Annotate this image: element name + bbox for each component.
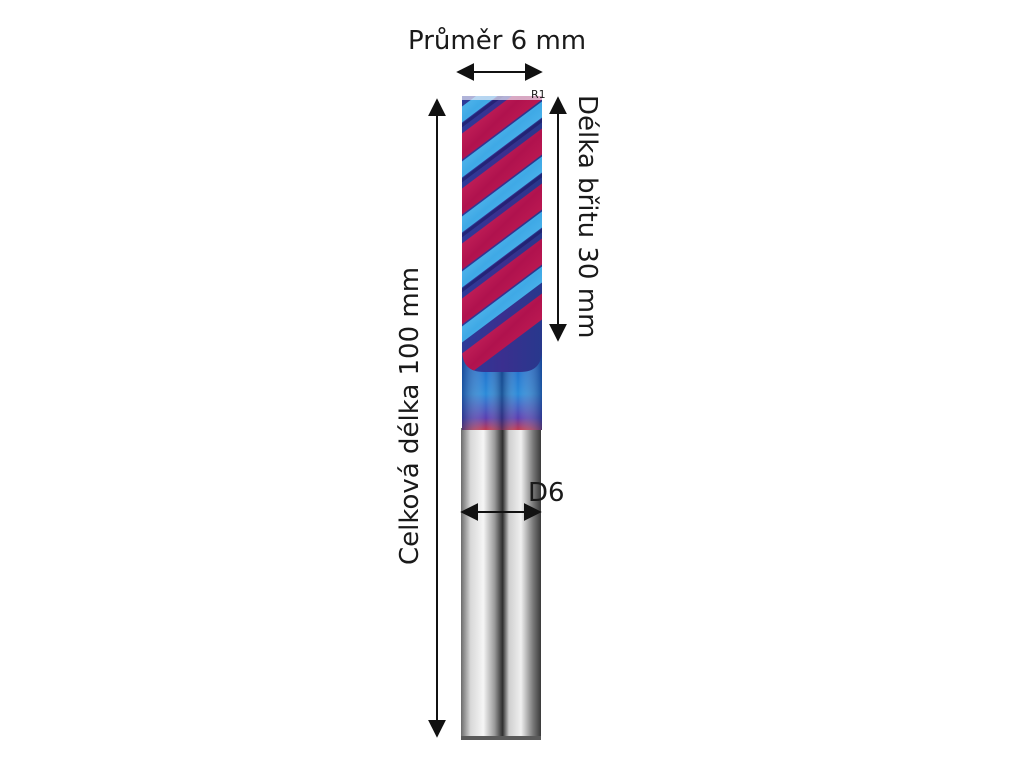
helix-bands-cyan <box>462 96 542 359</box>
shank-diameter-label: D6 <box>528 478 565 508</box>
diameter-label: Průměr 6 mm <box>408 26 587 56</box>
overall-length-label: Celková délka 100 mm <box>395 266 425 565</box>
helix-bands-magenta <box>462 96 542 372</box>
shank <box>461 428 541 740</box>
cutting-flutes <box>462 96 542 372</box>
shank-bottom-edge <box>461 736 541 740</box>
flute-length-label: Délka břitu 30 mm <box>572 95 602 339</box>
corner-radius-label: R1 <box>531 88 546 101</box>
